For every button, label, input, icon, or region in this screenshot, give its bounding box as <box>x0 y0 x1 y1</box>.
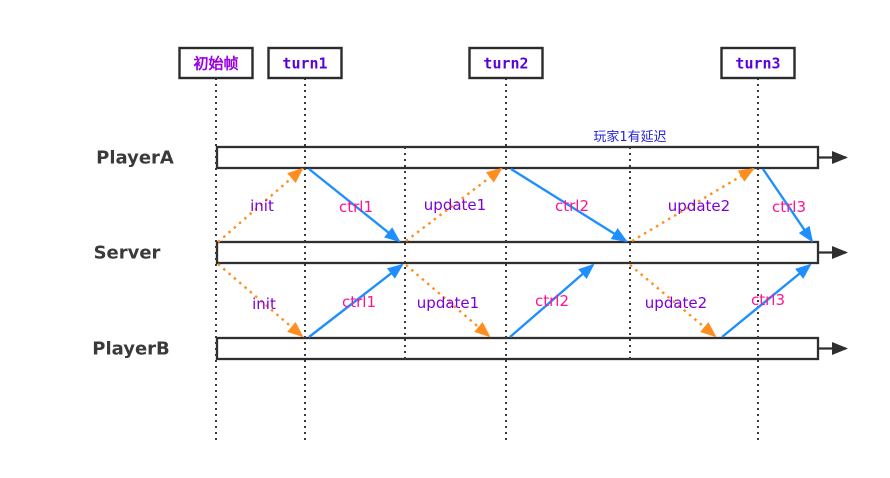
message-arrow-ctrl1 <box>308 168 401 243</box>
message-arrow-update1 <box>405 167 503 242</box>
frame-marker-label: turn1 <box>282 55 327 73</box>
message-label-ctrl1: ctrl1 <box>339 198 373 216</box>
frame-marker-box <box>178 46 254 80</box>
message-arrow-update1 <box>405 264 491 338</box>
note-player1-delay: 玩家1有延迟 <box>593 129 666 145</box>
message-arrow-update2 <box>629 264 717 338</box>
message-label-update2: update2 <box>668 197 730 215</box>
message-arrow-ctrl3 <box>721 263 812 338</box>
message-arrow-ctrl2 <box>510 167 628 243</box>
frame-marker-box <box>468 46 544 80</box>
message-label-ctrl3: ctrl3 <box>751 291 785 309</box>
message-label-ctrl2: ctrl2 <box>535 292 569 310</box>
message-label-ctrl2: ctrl2 <box>555 197 589 215</box>
message-label-update1: update1 <box>424 196 486 214</box>
lane-label-playera: PlayerA <box>96 148 174 169</box>
frame-marker-label: turn2 <box>483 55 528 73</box>
lane-bar-playerb <box>215 336 820 361</box>
message-label-update2: update2 <box>645 294 707 312</box>
message-label-ctrl3: ctrl3 <box>772 198 806 216</box>
message-arrow-update2 <box>631 167 755 243</box>
message-label-init: init <box>252 295 276 313</box>
message-arrow-init <box>217 263 304 338</box>
frame-marker-label: 初始帧 <box>193 55 238 73</box>
message-label-ctrl1: ctrl1 <box>342 293 376 311</box>
message-arrow-ctrl3 <box>762 168 814 243</box>
message-label-init: init <box>250 197 274 215</box>
frame-marker-box <box>267 46 343 80</box>
message-arrow-ctrl1 <box>308 263 404 338</box>
message-arrow-init <box>217 167 304 243</box>
frame-marker-label: turn3 <box>735 55 780 73</box>
lane-label-server: Server <box>94 243 161 264</box>
message-arrow-ctrl2 <box>509 263 595 338</box>
lane-bar-server <box>215 240 820 265</box>
frame-marker-box <box>720 46 796 80</box>
lane-label-playerb: PlayerB <box>92 339 170 360</box>
message-label-update1: update1 <box>417 294 479 312</box>
lane-bar-playera <box>215 145 820 170</box>
